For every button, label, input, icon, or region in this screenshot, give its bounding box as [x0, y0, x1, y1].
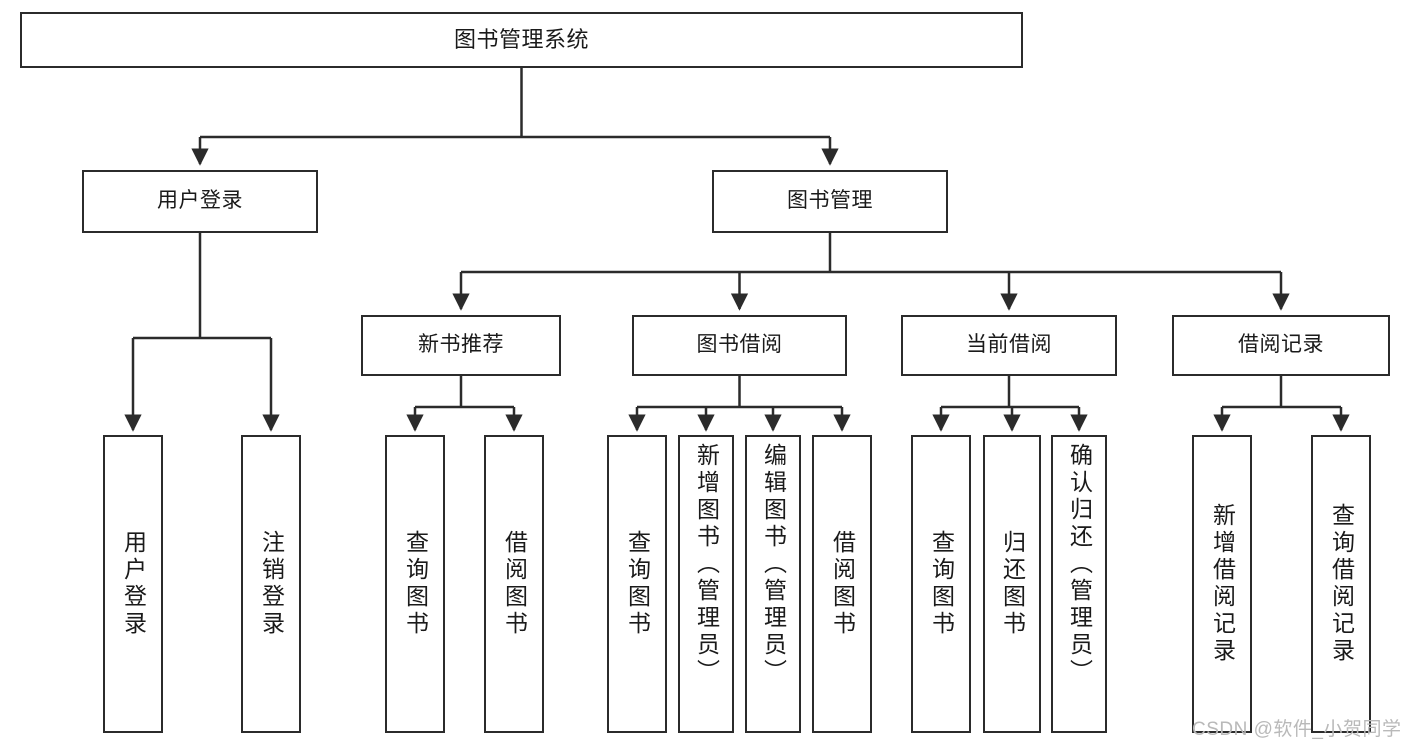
node-leaf-return-book[interactable]: 归还图书: [983, 435, 1041, 733]
node-leaf-query-borrow-record[interactable]: 查询借阅记录: [1311, 435, 1371, 733]
node-borrow-record-label: 借阅记录: [1238, 333, 1324, 357]
node-leaf-add-borrow-record-label: 新增借阅记录: [1209, 503, 1236, 665]
node-user-login[interactable]: 用户登录: [82, 170, 318, 233]
node-leaf-query-book-2[interactable]: 查询图书: [607, 435, 667, 733]
node-book-borrow-label: 图书借阅: [696, 333, 783, 357]
node-root[interactable]: 图书管理系统: [20, 12, 1023, 68]
node-leaf-edit-book-label: 编辑图书（管理员）: [760, 443, 787, 686]
node-book-borrow[interactable]: 图书借阅: [632, 315, 847, 376]
node-current-borrow-label: 当前借阅: [966, 333, 1052, 357]
node-leaf-user-login-label: 用户登录: [120, 530, 147, 638]
node-leaf-query-book-2-label: 查询图书: [624, 530, 651, 638]
node-leaf-query-book-3-label: 查询图书: [928, 530, 955, 638]
node-leaf-borrow-book-2[interactable]: 借阅图书: [812, 435, 872, 733]
node-current-borrow[interactable]: 当前借阅: [901, 315, 1117, 376]
node-borrow-record[interactable]: 借阅记录: [1172, 315, 1390, 376]
node-leaf-user-login[interactable]: 用户登录: [103, 435, 163, 733]
csdn-watermark: CSDN @软件_小贺同学: [1192, 719, 1402, 740]
node-leaf-edit-book[interactable]: 编辑图书（管理员）: [745, 435, 801, 733]
node-leaf-query-book-1[interactable]: 查询图书: [385, 435, 445, 733]
node-leaf-borrow-book-2-label: 借阅图书: [829, 530, 856, 638]
node-leaf-borrow-book-1[interactable]: 借阅图书: [484, 435, 544, 733]
node-leaf-return-book-label: 归还图书: [999, 530, 1026, 638]
node-leaf-query-borrow-record-label: 查询借阅记录: [1328, 503, 1355, 665]
node-leaf-logout[interactable]: 注销登录: [241, 435, 301, 733]
node-book-management[interactable]: 图书管理: [712, 170, 948, 233]
node-leaf-borrow-book-1-label: 借阅图书: [501, 530, 528, 638]
node-root-label: 图书管理系统: [453, 27, 589, 53]
node-leaf-add-book[interactable]: 新增图书（管理员）: [678, 435, 734, 733]
node-leaf-add-borrow-record[interactable]: 新增借阅记录: [1192, 435, 1252, 733]
node-user-login-label: 用户登录: [157, 189, 243, 213]
node-leaf-add-book-label: 新增图书（管理员）: [693, 443, 720, 686]
node-new-book-recommend-label: 新书推荐: [418, 333, 504, 357]
node-leaf-confirm-return[interactable]: 确认归还（管理员）: [1051, 435, 1107, 733]
node-leaf-query-book-3[interactable]: 查询图书: [911, 435, 971, 733]
node-leaf-query-book-1-label: 查询图书: [402, 530, 429, 638]
node-new-book-recommend[interactable]: 新书推荐: [361, 315, 561, 376]
node-book-management-label: 图书管理: [787, 189, 873, 213]
node-leaf-logout-label: 注销登录: [258, 530, 285, 638]
node-leaf-confirm-return-label: 确认归还（管理员）: [1066, 443, 1093, 686]
